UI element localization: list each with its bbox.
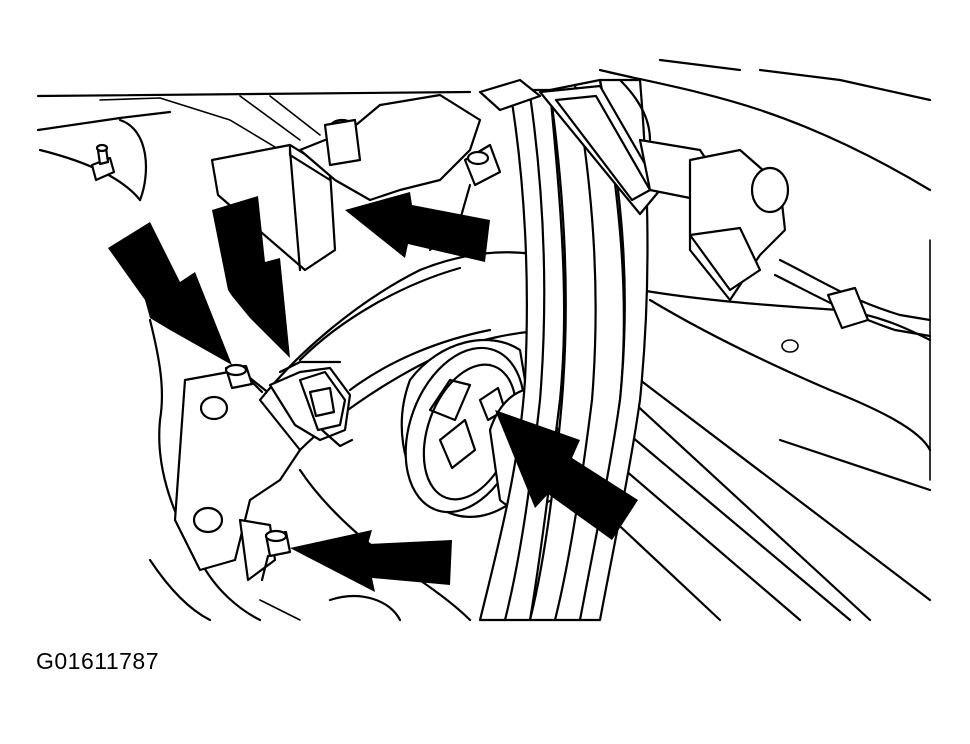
arrow-upper-left-inner bbox=[212, 196, 290, 358]
arrow-right bbox=[495, 410, 638, 540]
small-fitting bbox=[428, 143, 502, 252]
hose-clamp bbox=[268, 360, 354, 448]
arrow-top-center bbox=[345, 192, 490, 262]
sensor-connector bbox=[618, 78, 932, 338]
mounting-stud bbox=[90, 143, 116, 182]
figure-id-label: G01611787 bbox=[36, 648, 160, 674]
arrow-bottom bbox=[290, 530, 452, 592]
lower-bolt bbox=[260, 529, 292, 582]
mounting-bolt bbox=[224, 363, 254, 390]
electrical-connector bbox=[210, 93, 482, 272]
arrow-upper-left-outer bbox=[108, 222, 232, 365]
